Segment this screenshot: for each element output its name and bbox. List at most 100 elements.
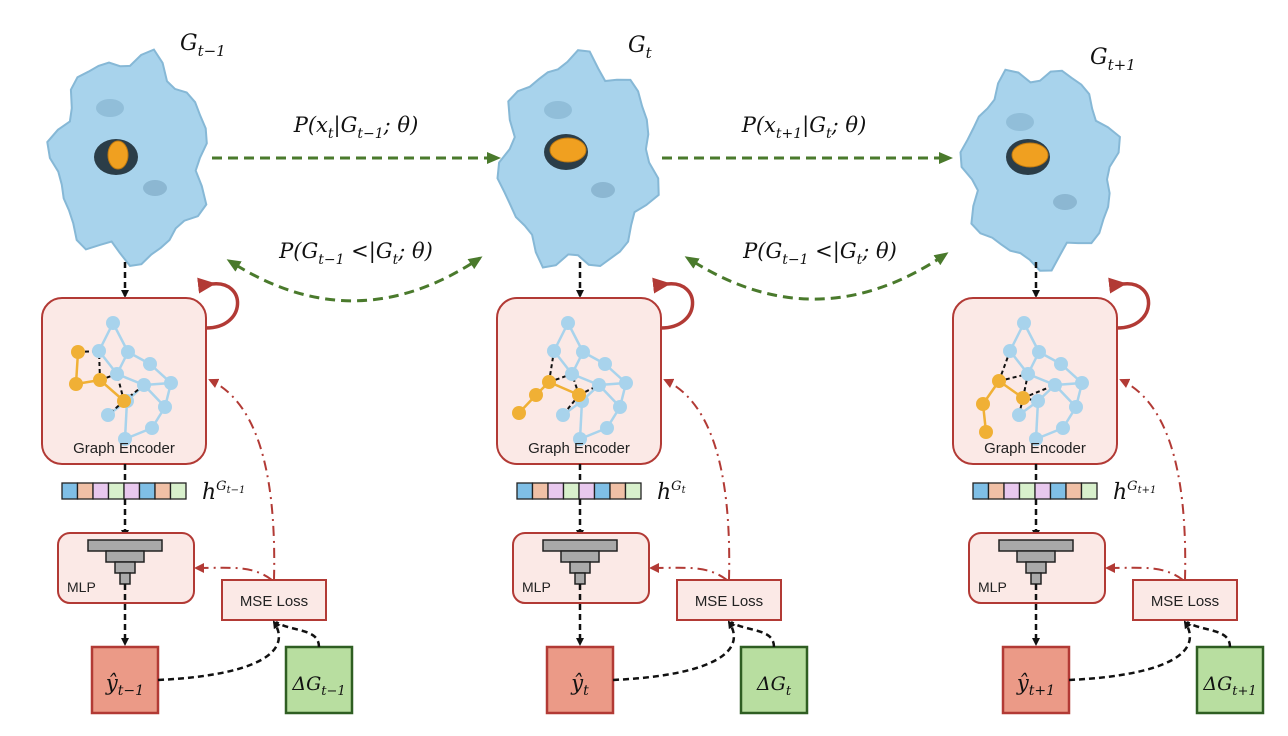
- protein-node: [565, 367, 579, 381]
- mse-loss-label: MSE Loss: [695, 593, 763, 610]
- loss-to-encoder-gradient-arrow: [208, 378, 276, 581]
- graph-embedding-vector: [972, 482, 1098, 500]
- protein-node: [613, 400, 627, 414]
- mlp-layer: [569, 561, 591, 574]
- backward-transition-arrow: [684, 252, 949, 301]
- embedding-cell: [92, 482, 110, 500]
- protein-node: [1048, 378, 1062, 392]
- mse-loss-label: MSE Loss: [240, 593, 308, 610]
- mlp-layer: [542, 539, 618, 552]
- loss-to-mlp-gradient-arrow: [1105, 562, 1184, 581]
- protein-node: [561, 316, 575, 330]
- embedding-cell: [138, 482, 156, 500]
- ligand-node: [69, 377, 83, 391]
- embedding-cell: [578, 482, 596, 500]
- protein-structure: [959, 68, 1121, 272]
- graph-encoder-label: Graph Encoder: [528, 440, 630, 457]
- mlp-layer: [1025, 561, 1047, 574]
- graph-encoder-label: Graph Encoder: [73, 440, 175, 457]
- mlp-layer: [998, 539, 1074, 552]
- protein-node: [1029, 432, 1043, 446]
- mlp-layer: [87, 539, 163, 552]
- protein-node: [592, 378, 606, 392]
- mlp-block: MLP: [57, 532, 195, 604]
- prediction-label: ŷt−1: [105, 671, 144, 699]
- target-to-loss-arrow: [1186, 620, 1232, 648]
- loss-to-encoder-gradient-arrow: [1119, 378, 1187, 581]
- ligand-node: [572, 388, 586, 402]
- protein-node: [576, 345, 590, 359]
- interaction-edge: [548, 350, 555, 383]
- loss-to-mlp-gradient-arrow: [194, 562, 273, 581]
- protein-node: [598, 357, 612, 371]
- surface-cavity: [143, 180, 167, 196]
- protein-node: [121, 345, 135, 359]
- mlp-layer: [1030, 572, 1042, 585]
- embedding-cell: [972, 482, 990, 500]
- embedding-cell: [1049, 482, 1067, 500]
- mse-loss-box: [1132, 579, 1238, 621]
- ligand-node: [979, 425, 993, 439]
- protein-node: [158, 400, 172, 414]
- protein-node: [1031, 394, 1045, 408]
- molecular-graph: [69, 316, 178, 446]
- embedding-cell: [987, 482, 1005, 500]
- protein-node: [92, 344, 106, 358]
- ligand-node: [512, 406, 526, 420]
- ligand-node: [992, 374, 1006, 388]
- protein-node: [600, 421, 614, 435]
- surface-cavity: [1053, 194, 1077, 210]
- ligand-node: [71, 345, 85, 359]
- ligand-node: [976, 397, 990, 411]
- embedding-label: hGt+1: [1113, 479, 1156, 505]
- ligand-node: [1016, 391, 1030, 405]
- graph-embedding-vector: [516, 482, 642, 500]
- embedding-label: hGt: [657, 479, 687, 505]
- mlp-layer: [1016, 550, 1056, 563]
- target-box: [1195, 645, 1265, 715]
- surface-cavity: [1006, 113, 1034, 131]
- target-box: [739, 645, 809, 715]
- protein-node: [1069, 400, 1083, 414]
- mlp-block: MLP: [968, 532, 1106, 604]
- embedding-cell: [169, 482, 187, 500]
- mlp-label: MLP: [67, 579, 96, 595]
- graph-encoder: Graph Encoder: [952, 277, 1151, 465]
- mlp-layer: [105, 550, 145, 563]
- surface-cavity: [591, 182, 615, 198]
- prediction-label: ŷt+1: [1016, 671, 1055, 699]
- embedding-cell: [531, 482, 549, 500]
- ligand-node: [93, 373, 107, 387]
- interaction-edge: [998, 350, 1011, 382]
- graph-label: Gt+1: [1090, 45, 1136, 74]
- protein-structure: [496, 49, 660, 269]
- mlp-layer: [114, 561, 136, 574]
- graph-embedding-vector: [61, 482, 187, 500]
- graph-label: Gt−1: [180, 31, 226, 60]
- mlp-block: MLP: [512, 532, 650, 604]
- protein-node: [547, 344, 561, 358]
- target-to-loss-arrow: [275, 620, 321, 648]
- protein-structure: [46, 48, 208, 267]
- embedding-cell: [1018, 482, 1036, 500]
- protein-node: [1032, 345, 1046, 359]
- graph-label: Gt: [628, 33, 653, 62]
- protein-node: [1054, 357, 1068, 371]
- ligand-node: [542, 375, 556, 389]
- protein-node: [143, 357, 157, 371]
- embedding-cell: [1065, 482, 1083, 500]
- embedding-cell: [562, 482, 580, 500]
- prediction-to-loss-arrow: [1068, 620, 1192, 682]
- graph-encoder: Graph Encoder: [41, 277, 240, 465]
- target-label: ΔGt−1: [291, 673, 345, 699]
- protein-node: [1075, 376, 1089, 390]
- embedding-label: hGt−1: [202, 479, 245, 505]
- surface-cavity: [544, 101, 572, 119]
- transition-2: P(xt+1|Gt; θ) P(Gt−1 <|Gt; θ): [662, 113, 953, 301]
- mlp-label: MLP: [522, 579, 551, 595]
- protein-node: [164, 376, 178, 390]
- recurrent-loop-arrow: [1108, 277, 1151, 330]
